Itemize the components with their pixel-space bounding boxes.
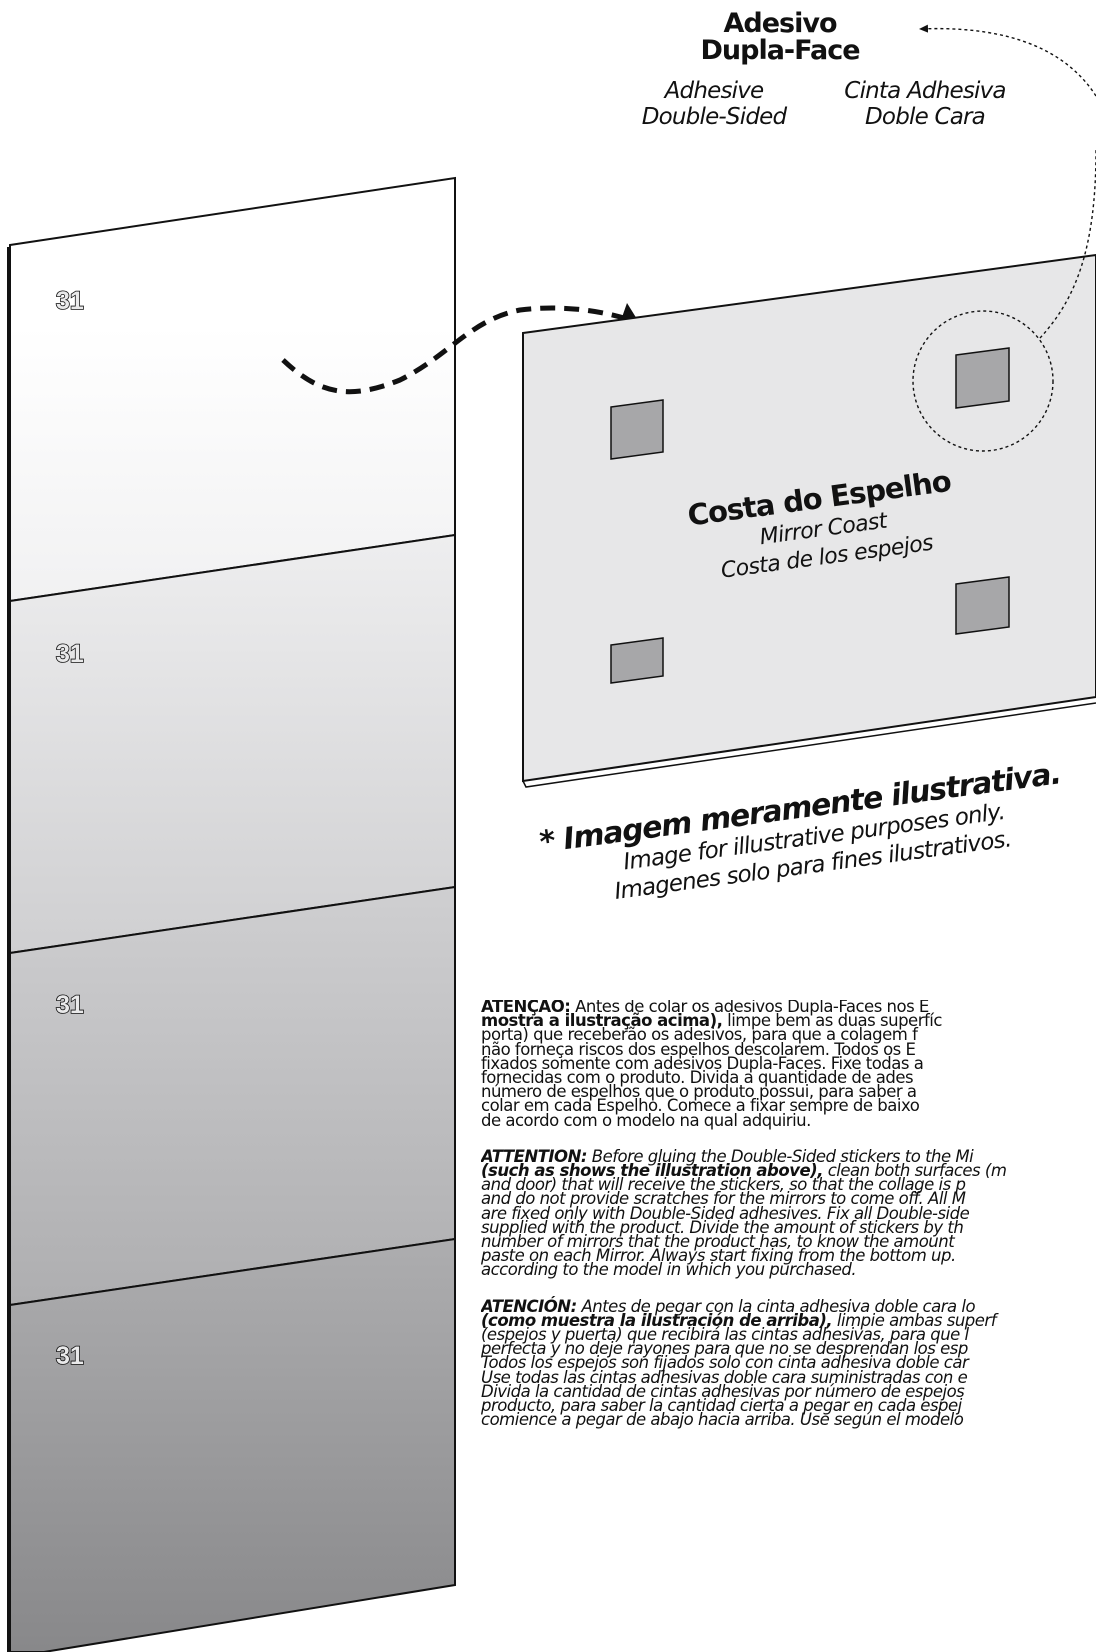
instructions-es-line: (espejos y puerta) que recibirá las cint… [481,1325,969,1345]
instructions-pt-line: Antes de colar os adesivos Dupla-Faces n… [570,1000,929,1016]
adhesive-pad-top-right [955,347,1010,409]
instructions-pt-line: colar em cada Espelho. Comece a fixar se… [481,1096,920,1116]
instructions-es: ATENCIÓN: Antes de pegar con la cinta ad… [481,1296,1096,1430]
instructions-pt-line: limpe bem as duas superfíc [722,1011,942,1031]
panel-label-1: 31 [56,287,84,315]
instructions-es-line: limpie ambas superf [832,1310,997,1330]
mirror-panel-3 [9,885,456,1307]
mirror-panel-2 [9,533,456,955]
instructions-en-emphasis: (such as shows the illustration above), [481,1161,823,1181]
adhesive-label-en-line1: Adhesive [664,78,765,104]
instructions-pt-emphasis: mostra a ilustração acima), [481,1011,723,1031]
instructions-en-line: according to the model in which you purc… [481,1260,857,1280]
instructions-pt-line: porta) que receberão os adesivos, para q… [481,1025,918,1045]
instructions-es-emphasis: (como muestra la ilustración de arriba), [481,1310,833,1330]
instructions-pt-line: de acordo com o modelo na qual adquiriu. [481,1110,811,1130]
adhesive-pad-top-left [610,399,664,460]
instructions-en-line: and door) that will receive the stickers… [481,1175,966,1195]
instructions-es-line: Todos los espejos son fijados solo con c… [481,1353,969,1373]
instructions-en-line: paste on each Mirror. Always start fixin… [481,1246,956,1266]
instructions-es-line: Use todas las cintas adhesivas doble car… [481,1367,968,1387]
adhesive-label-pt-line2: Dupla-Face [700,35,860,66]
instructions-en-line: Before gluing the Double-Sided stickers … [587,1146,974,1166]
instructions-en-line: and do not provide scratches for the mir… [481,1189,966,1209]
adhesive-pad-bottom-left [610,637,664,684]
instructions-pt-heading: ATENÇÃO: [481,1000,571,1016]
instructions-en: ATTENTION: Before gluing the Double-Side… [481,1146,1096,1280]
instructions-es-line: producto, para saber la cantidad cierta … [481,1396,962,1416]
instructions-en-line: clean both surfaces (m [822,1161,1007,1181]
instructions-pt-line: número de espelhos que o produto possui,… [481,1082,917,1102]
instructions: ATENÇÃO: Antes de colar os adesivos Dupl… [481,1000,1096,1570]
instructions-es-heading: ATENCIÓN: [481,1296,577,1316]
instructions-en-line: are fixed only with Double-Sided adhesiv… [481,1203,970,1223]
instructions-es-line: comience a pegar de abajo hacia arriba. … [481,1410,964,1430]
instructions-es-line: Antes de pegar con la cinta adhesiva dob… [576,1296,976,1316]
adhesive-label-es: Cinta Adhesiva Doble Cara [844,78,1006,130]
highlight-circle [912,310,1054,452]
dashed-arrow [281,305,631,395]
leader-line [1039,149,1096,339]
mirror-panel-1 [9,176,456,603]
instructions-en-heading: ATTENTION: [481,1146,588,1166]
adhesive-label-en-line2: Double-Sided [641,104,787,130]
mirror-panel-4 [9,1237,456,1652]
panel-label-4: 31 [56,1342,84,1370]
instructions-en-line: supplied with the product. Divide the am… [481,1217,964,1237]
instructions-pt-line: fixados somente com adesivos Dupla-Faces… [481,1053,924,1073]
panel-label-2: 31 [56,640,84,668]
adhesive-label-es-line2: Doble Cara [865,104,986,130]
instructions-es-line: Divida la cantidad de cintas adhesivas p… [481,1381,965,1401]
instructions-es-line: perfecta y no deje rayones para que no s… [481,1339,968,1359]
mirror-back-shadow [522,702,1096,788]
adhesive-pad-bottom-right [955,576,1010,635]
panel-label-3: 31 [56,991,84,1019]
instructions-pt-line: fornecidas com o produto. Divida a quant… [481,1068,914,1088]
instructions-pt-line: não forneça riscos dos espelhos descolar… [481,1039,916,1059]
instructions-en-line: number of mirrors that the product has, … [481,1232,955,1252]
instructions-pt: ATENÇÃO: Antes de colar os adesivos Dupl… [481,1000,1096,1128]
adhesive-label-pt-line1: Adesivo [723,8,837,39]
mirror-back-panel [522,253,1096,783]
adhesive-label-en: Adhesive Double-Sided [642,78,787,130]
adhesive-label-es-line1: Cinta Adhesiva [844,78,1006,104]
